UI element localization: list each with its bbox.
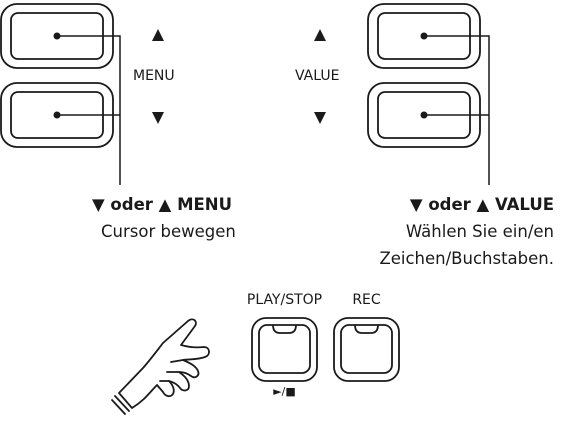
rec-button[interactable] [333,317,400,382]
rec-label: REC [352,292,381,308]
menu-triangle-up-icon [152,29,164,41]
menu-caption-title: ▼ oder ▲ MENU [92,195,232,214]
playstop-button[interactable] [251,317,318,382]
value-caption-line2: Zeichen/Buchstaben. [379,249,554,268]
value-connector-line [424,35,490,185]
menu-caption-desc: Cursor bewegen [101,222,236,241]
menu-label: MENU [133,68,175,84]
play-stop-symbol: ►/■ [273,385,296,398]
value-triangle-down-icon [314,112,326,124]
value-label: VALUE [295,68,340,84]
playstop-label: PLAY/STOP [246,292,323,308]
menu-triangle-down-icon [152,112,164,124]
value-caption-line1: Wählen Sie ein/en [405,222,554,241]
pointing-hand-icon [111,318,210,415]
value-caption-title: ▼ oder ▲ VALUE [409,195,554,214]
value-triangle-up-icon [314,29,326,41]
menu-connector-line [57,35,121,185]
